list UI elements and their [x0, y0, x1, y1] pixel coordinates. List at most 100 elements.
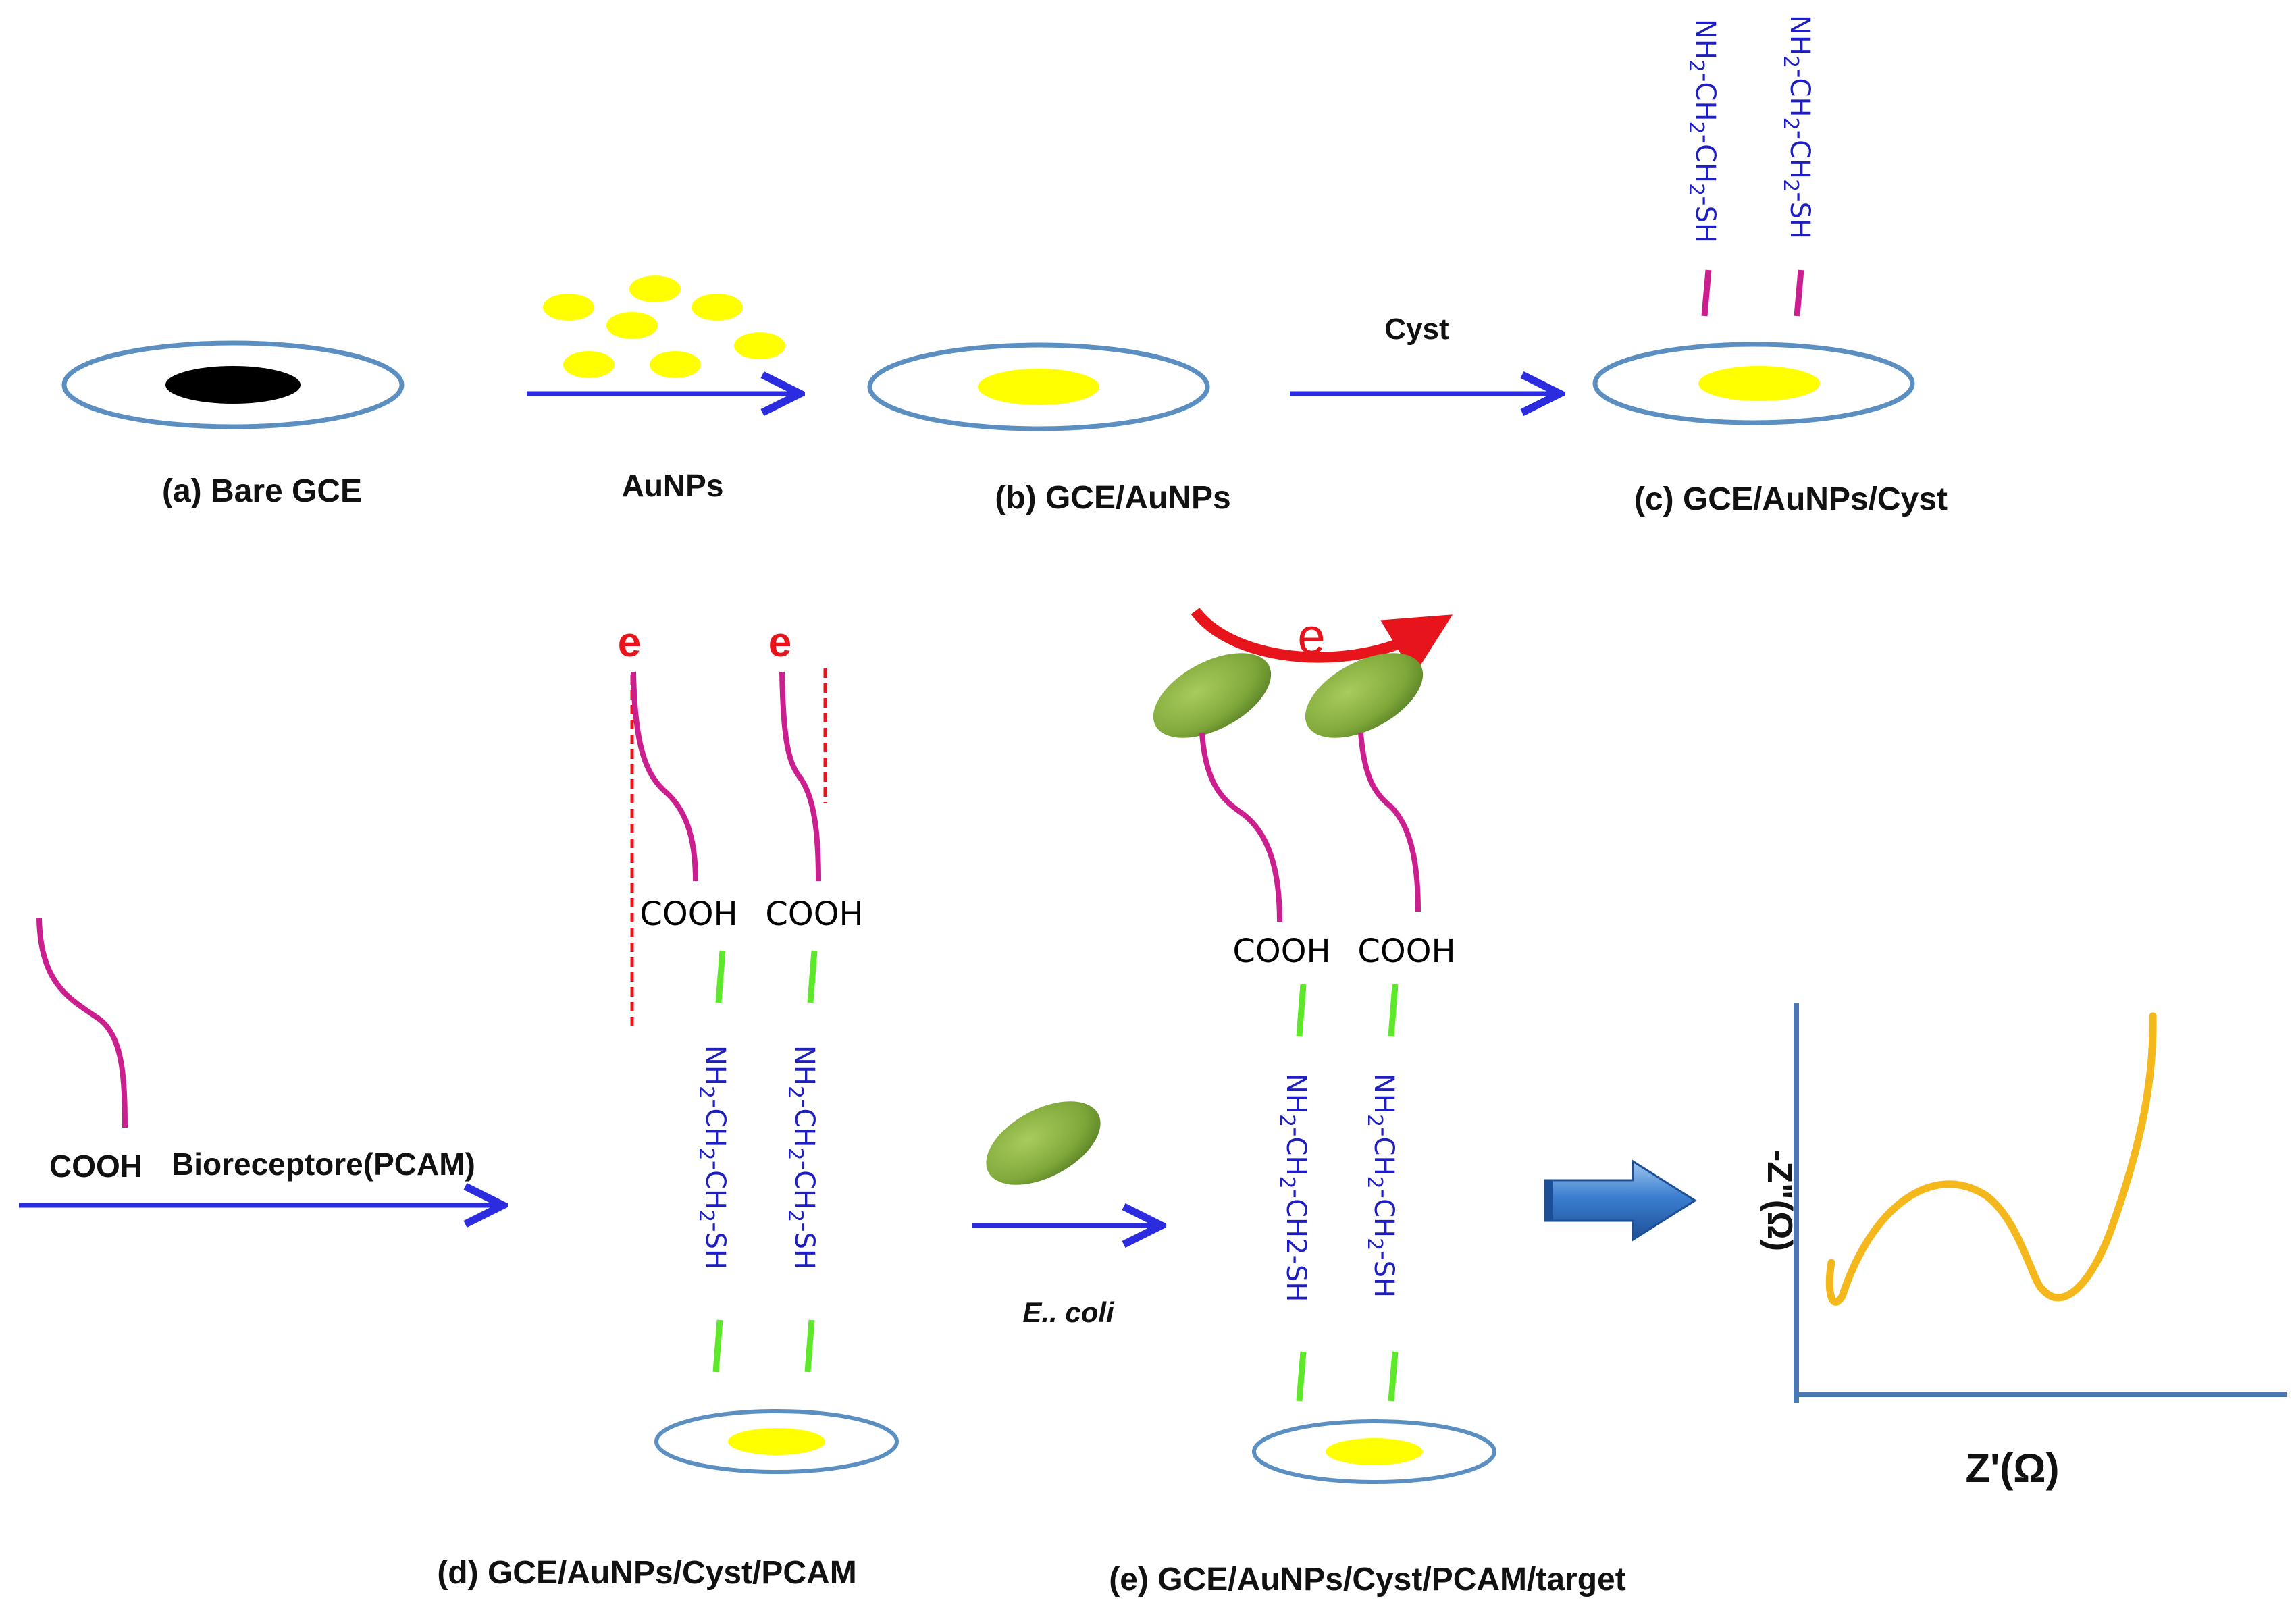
formula-subscript: 2 — [1779, 117, 1802, 130]
svg-text:NH2-CH2-CH2-SH: NH2-CH2-CH2-SH — [1363, 1074, 1399, 1298]
formula-part: -SH — [1784, 192, 1815, 239]
formula-subscript: 2 — [694, 1148, 718, 1161]
label-bioreceptor: Bioreceptore(PCAM) — [172, 1146, 475, 1182]
electron-symbol: e — [618, 619, 641, 666]
pcam-linker — [779, 671, 821, 882]
thiol-gold-bond — [804, 1319, 815, 1373]
formula-part: NH — [789, 1045, 820, 1086]
formula-subscript: 2 — [783, 1209, 807, 1222]
gold-nanoparticle — [629, 275, 681, 302]
formula-part: -CH — [1368, 1127, 1399, 1176]
formula-subscript: 2 — [1684, 183, 1708, 196]
formula-subscript: 2 — [783, 1148, 807, 1161]
pcam-linker — [631, 671, 698, 882]
formula-subscript: 2 — [1684, 122, 1708, 134]
label-aunps: AuNPs — [622, 468, 724, 503]
electrode-e — [1252, 1419, 1496, 1484]
ecoli-bacterium — [1153, 653, 1272, 738]
formula-part: -CH — [1690, 134, 1721, 183]
electrode-ring — [1252, 1419, 1496, 1484]
gold-nanoparticles — [543, 275, 785, 378]
formula-subscript: 2 — [1684, 59, 1708, 72]
result-arrow — [1544, 1159, 1697, 1242]
formula-subscript: 2 — [1363, 1176, 1386, 1189]
formula-part: -CH — [789, 1099, 820, 1147]
formula-subscript: 2 — [1275, 1114, 1299, 1127]
gold-nanoparticle — [734, 332, 785, 359]
formula-part: -SH — [1368, 1250, 1399, 1298]
amide-bond-spacer — [715, 950, 726, 1003]
cooh-label: COOH — [765, 895, 863, 933]
cysteamine-formula: NH2-CH2-CH2-SH — [1275, 1074, 1311, 1302]
formula-part: NH — [1280, 1074, 1311, 1114]
nyquist-plot: -Z"(Ω) Z'(Ω) — [1760, 1003, 2287, 1491]
gold-layer — [1326, 1438, 1423, 1465]
amide-bond-spacer — [807, 950, 818, 1003]
electrode-d — [654, 1409, 899, 1474]
svg-text:NH2-CH2-CH2-SH: NH2-CH2-CH2-SH — [694, 1045, 731, 1269]
gold-nanoparticle — [543, 294, 594, 321]
amide-bond-spacer — [1388, 984, 1399, 1037]
cysteamine-linker — [1794, 269, 1804, 317]
electrode-ring — [654, 1409, 899, 1474]
cysteamine-formula: NH2-CH2-CH2-SH — [783, 1045, 820, 1269]
electrode-ring — [1592, 342, 1915, 425]
electron-symbol: e — [768, 619, 791, 666]
ecoli-bacterium — [986, 1101, 1101, 1185]
svg-text:NH2-CH2-CH2-SH: NH2-CH2-CH2-SH — [1779, 15, 1815, 239]
electron-symbol: e — [1297, 608, 1325, 664]
svg-text:NH2-CH2-CH2-SH: NH2-CH2-CH2-SH — [783, 1045, 820, 1269]
label-cyst: Cyst — [1384, 313, 1449, 346]
cooh-label: COOH — [49, 1149, 142, 1184]
label-c: (c) GCE/AuNPs/Cyst — [1634, 481, 1948, 517]
gold-layer — [1698, 366, 1820, 401]
formula-subscript: 2 — [694, 1086, 718, 1099]
formula-subscript: 2 — [694, 1209, 718, 1222]
electrode-ring — [867, 342, 1210, 431]
formula-part: NH — [1368, 1074, 1399, 1114]
thiol-gold-bond — [712, 1319, 723, 1373]
thiol-gold-bond — [1296, 1351, 1307, 1402]
label-b: (b) GCE/AuNPs — [995, 480, 1230, 516]
gold-layer — [978, 369, 1099, 405]
formula-subscript: 2 — [783, 1086, 807, 1099]
carbon-surface — [165, 366, 301, 404]
pcam-linker — [1358, 732, 1421, 912]
svg-text:NH2-CH2-CH2-SH: NH2-CH2-CH2-SH — [1684, 19, 1721, 243]
gold-nanoparticle — [650, 351, 701, 378]
formula-part: NH — [1690, 19, 1721, 59]
formula-part: -CH — [1280, 1127, 1311, 1176]
gold-nanoparticle — [692, 294, 743, 321]
formula-part: NH — [700, 1045, 731, 1086]
amide-bond-spacer — [1296, 984, 1307, 1037]
cysteamine-linker — [1701, 269, 1712, 317]
pcam-linker — [1199, 732, 1282, 922]
formula-part: -SH — [1690, 196, 1721, 243]
electrode-ring — [61, 340, 405, 429]
formula-part: -SH — [789, 1222, 820, 1269]
formula-part: NH — [1784, 15, 1815, 55]
thiol-gold-bond — [1388, 1351, 1399, 1402]
x-axis-label: Z'(Ω) — [1966, 1446, 2060, 1491]
formula-part: -CH — [700, 1161, 731, 1209]
formula-part: -CH2-SH — [1280, 1189, 1311, 1302]
label-ecoli: E.. coli — [1022, 1296, 1115, 1328]
electrode-c — [1592, 342, 1915, 425]
cooh-label: COOH — [1357, 932, 1455, 970]
label-e: (e) GCE/AuNPs/Cyst/PCAM/target — [1109, 1562, 1625, 1598]
cooh-label: COOH — [640, 895, 737, 933]
pcam-linker — [36, 918, 128, 1128]
formula-part: -CH — [1784, 130, 1815, 179]
formula-subscript: 2 — [1363, 1238, 1386, 1250]
cysteamine-formula: NH2-CH2-CH2-SH — [1779, 15, 1815, 239]
electron-transfer-arrow — [1191, 608, 1453, 676]
gold-layer — [728, 1428, 825, 1455]
formula-part: -CH — [1368, 1189, 1399, 1238]
formula-part: -CH — [1690, 72, 1721, 121]
svg-text:NH2-CH2-CH2-SH: NH2-CH2-CH2-SH — [1275, 1074, 1311, 1302]
formula-subscript: 2 — [1363, 1114, 1386, 1127]
cooh-label: COOH — [1232, 932, 1330, 970]
gold-nanoparticle — [563, 351, 615, 378]
cysteamine-formula: NH2-CH2-CH2-SH — [1684, 19, 1721, 243]
